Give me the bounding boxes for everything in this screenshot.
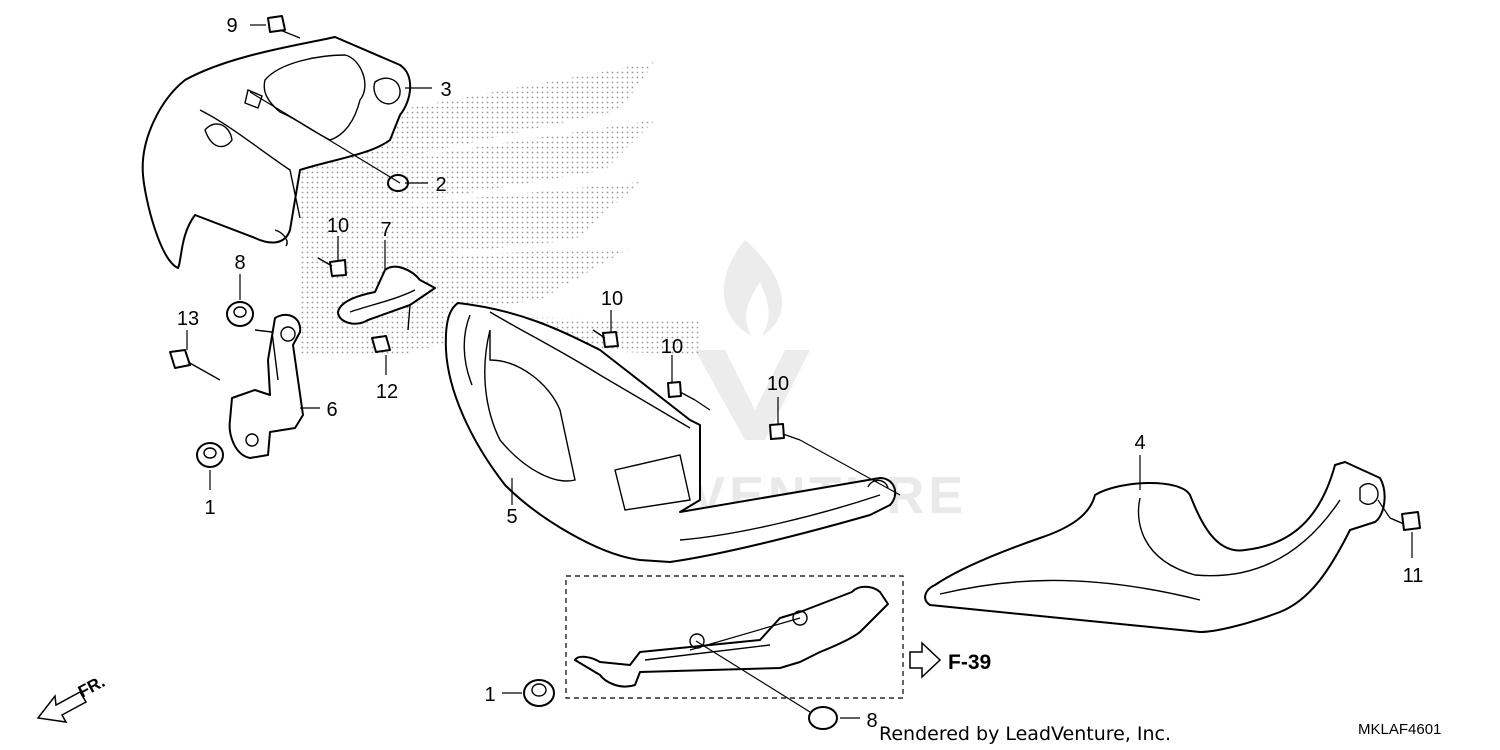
callout-10-a: 10 (327, 215, 349, 237)
front-arrow-icon (36, 690, 88, 723)
reference-arrow-icon (909, 641, 942, 679)
callout-4: 4 (1134, 432, 1145, 454)
callout-8-b: 8 (866, 710, 877, 732)
lower-bracket-assembly (565, 575, 904, 699)
callout-5: 5 (506, 506, 517, 528)
leader-lines (186, 24, 1413, 719)
callout-labels: 9 3 2 10 7 8 13 6 12 1 10 10 10 5 4 11 1… (177, 15, 1424, 732)
callout-3: 3 (440, 79, 451, 101)
callout-7: 7 (380, 219, 391, 241)
part-7-stay (337, 265, 436, 331)
callout-12: 12 (376, 381, 398, 403)
callout-10-b: 10 (601, 288, 623, 310)
part-6-bracket (228, 313, 304, 459)
callout-10-c: 10 (661, 336, 683, 358)
reference-label[interactable]: F-39 (948, 651, 991, 674)
section-reference[interactable]: F-39 (909, 641, 991, 679)
watermark-logo (695, 240, 810, 440)
callout-1-a: 1 (204, 497, 215, 519)
diagram-code: MKLAF4601 (1358, 721, 1441, 738)
part-4-lower-cowl (924, 461, 1386, 633)
part-3-upper-cowl (141, 36, 412, 269)
callout-10-d: 10 (767, 373, 789, 395)
callout-13: 13 (177, 308, 199, 330)
callout-9: 9 (226, 15, 237, 37)
callout-8-a: 8 (234, 252, 245, 274)
callout-11: 11 (1403, 565, 1424, 587)
part-5-center-cowl (444, 302, 897, 563)
front-indicator: FR. (36, 672, 108, 723)
credit-text: Rendered by LeadVenture, Inc. (879, 723, 1171, 745)
callout-6: 6 (326, 399, 337, 421)
callout-1-b: 1 (484, 684, 495, 706)
callout-2: 2 (435, 174, 446, 196)
